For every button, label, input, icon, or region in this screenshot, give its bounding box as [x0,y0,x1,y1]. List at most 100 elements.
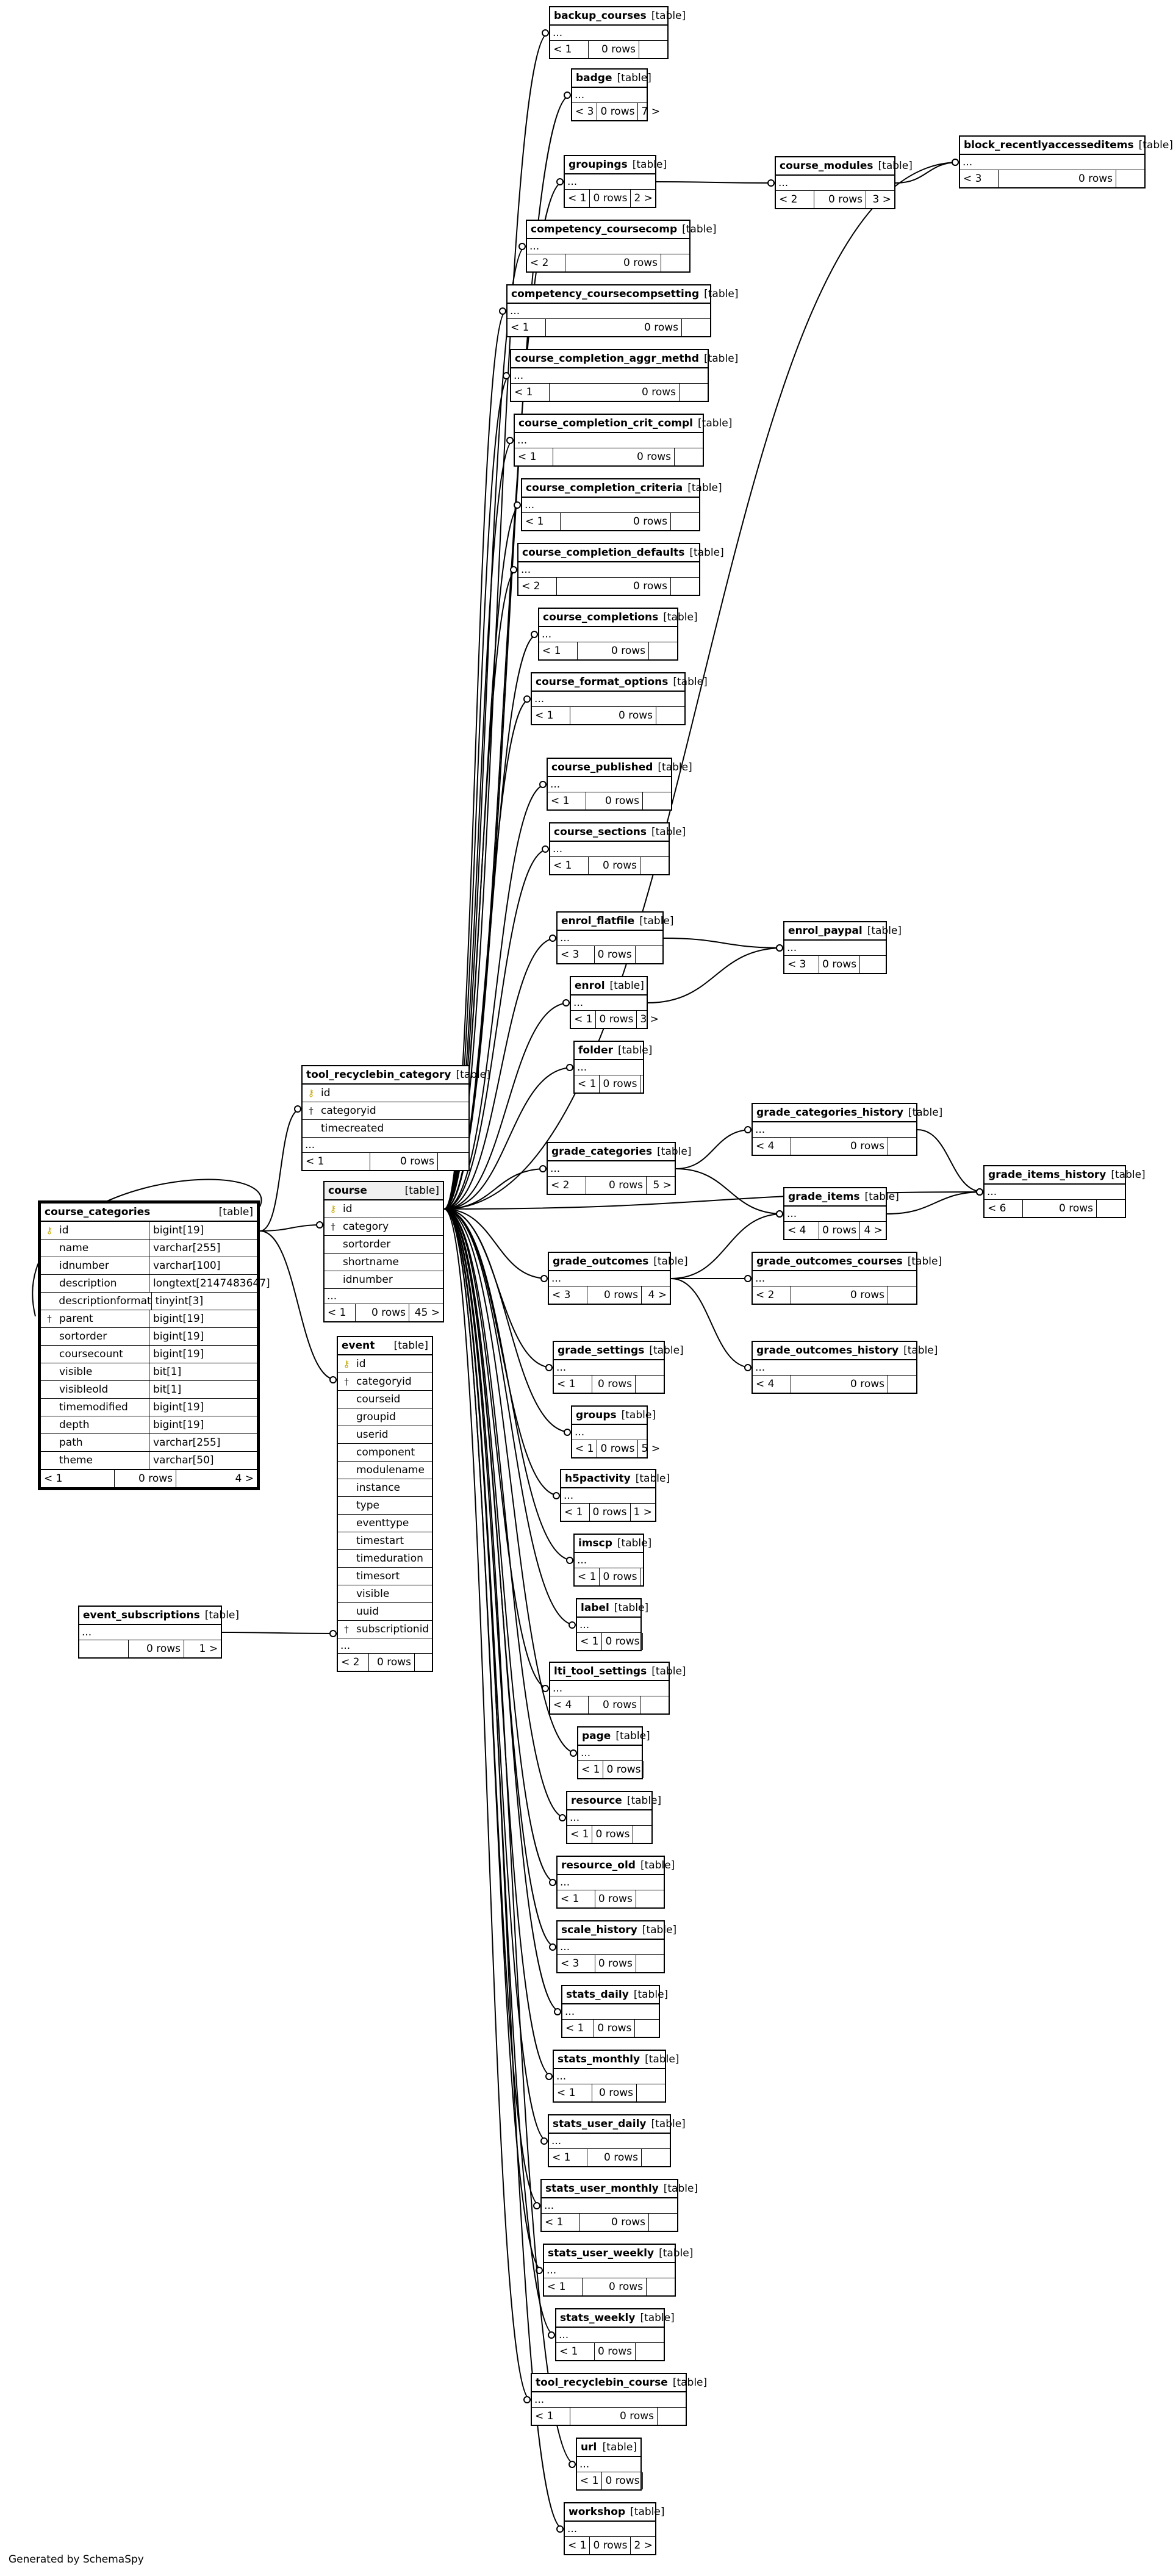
children-count[interactable]: 3 > [872,193,891,206]
children-count[interactable] [671,578,699,595]
parents-count[interactable]: < 1 [571,1011,597,1028]
children-count[interactable] [682,319,710,336]
children-count[interactable] [656,707,684,724]
children-count[interactable]: 2 > [634,192,653,204]
parents-count[interactable]: < 3 [960,170,999,187]
parents-count[interactable]: < 1 [515,448,553,465]
parents-count[interactable]: < 4 [784,1222,820,1239]
parents-count[interactable]: < 1 [325,1304,356,1321]
parents-count[interactable]: < 1 [542,2214,580,2231]
parents-count[interactable]: < 3 [784,956,820,973]
table-course-completion-aggr-methd[interactable]: course_completion_aggr_methd[table]...< … [510,349,738,402]
column-row[interactable]: ⚷id [338,1355,432,1373]
children-count[interactable] [642,2149,670,2166]
parents-count[interactable]: < 6 [985,1200,1023,1217]
parents-count[interactable]: < 1 [522,513,561,530]
children-count[interactable] [636,946,662,963]
children-count[interactable] [643,1633,649,1650]
parents-count[interactable]: < 1 [577,2472,603,2489]
children-count[interactable] [635,2020,659,2037]
parents-count[interactable]: < 2 [527,254,565,271]
parents-count[interactable]: < 1 [565,2537,590,2554]
children-count[interactable] [649,2214,677,2231]
parents-count[interactable]: < 1 [575,1568,600,1585]
column-row[interactable]: groupid [338,1408,432,1426]
parents-count[interactable]: < 1 [577,1633,603,1650]
column-row[interactable]: †category [325,1218,443,1236]
table-course-completion-crit-compl[interactable]: course_completion_crit_compl[table]...< … [514,414,732,467]
column-row[interactable]: visible [338,1585,432,1603]
column-row[interactable]: timeduration [338,1550,432,1568]
parents-count[interactable]: < 1 [572,1440,598,1457]
column-row[interactable]: userid [338,1426,432,1444]
parents-count[interactable]: < 1 [556,2343,595,2360]
table-competency-coursecompsetting[interactable]: competency_coursecompsetting[table]...< … [506,284,738,337]
children-count[interactable]: 2 > [634,2539,653,2552]
children-count[interactable] [415,1654,432,1671]
children-count[interactable] [658,2408,686,2425]
children-count[interactable] [888,1138,916,1155]
parents-count[interactable]: < 1 [532,2408,570,2425]
parents-count[interactable]: < 2 [548,1177,586,1194]
parents-count[interactable]: < 2 [776,191,814,208]
children-count[interactable]: 4 > [864,1224,883,1236]
children-count[interactable] [636,2343,664,2360]
children-count[interactable]: 7 > [641,106,660,118]
children-count[interactable] [644,1761,650,1778]
children-count[interactable] [640,1696,669,1713]
parents-count[interactable]: < 1 [562,2020,595,2037]
column-row[interactable]: timesort [338,1568,432,1585]
children-count[interactable] [633,1826,651,1843]
children-count[interactable] [636,1376,664,1393]
table-block-recentlyaccesseditems[interactable]: block_recentlyaccesseditems[table]...< 3… [959,135,1173,188]
children-count[interactable] [643,2472,649,2489]
parents-count[interactable]: < 1 [575,1075,600,1092]
children-count[interactable] [643,792,671,809]
children-count[interactable] [438,1153,468,1170]
parents-count[interactable]: < 1 [554,2084,592,2101]
children-count[interactable] [860,956,886,973]
children-count[interactable] [640,1075,647,1092]
column-row[interactable]: modulename [338,1462,432,1479]
parents-count[interactable]: < 1 [578,1761,604,1778]
parents-count[interactable]: < 1 [303,1153,370,1170]
column-row[interactable]: type [338,1497,432,1515]
parents-count[interactable]: < 2 [753,1286,791,1304]
children-count[interactable] [640,857,669,874]
column-row[interactable]: eventtype [338,1515,432,1532]
